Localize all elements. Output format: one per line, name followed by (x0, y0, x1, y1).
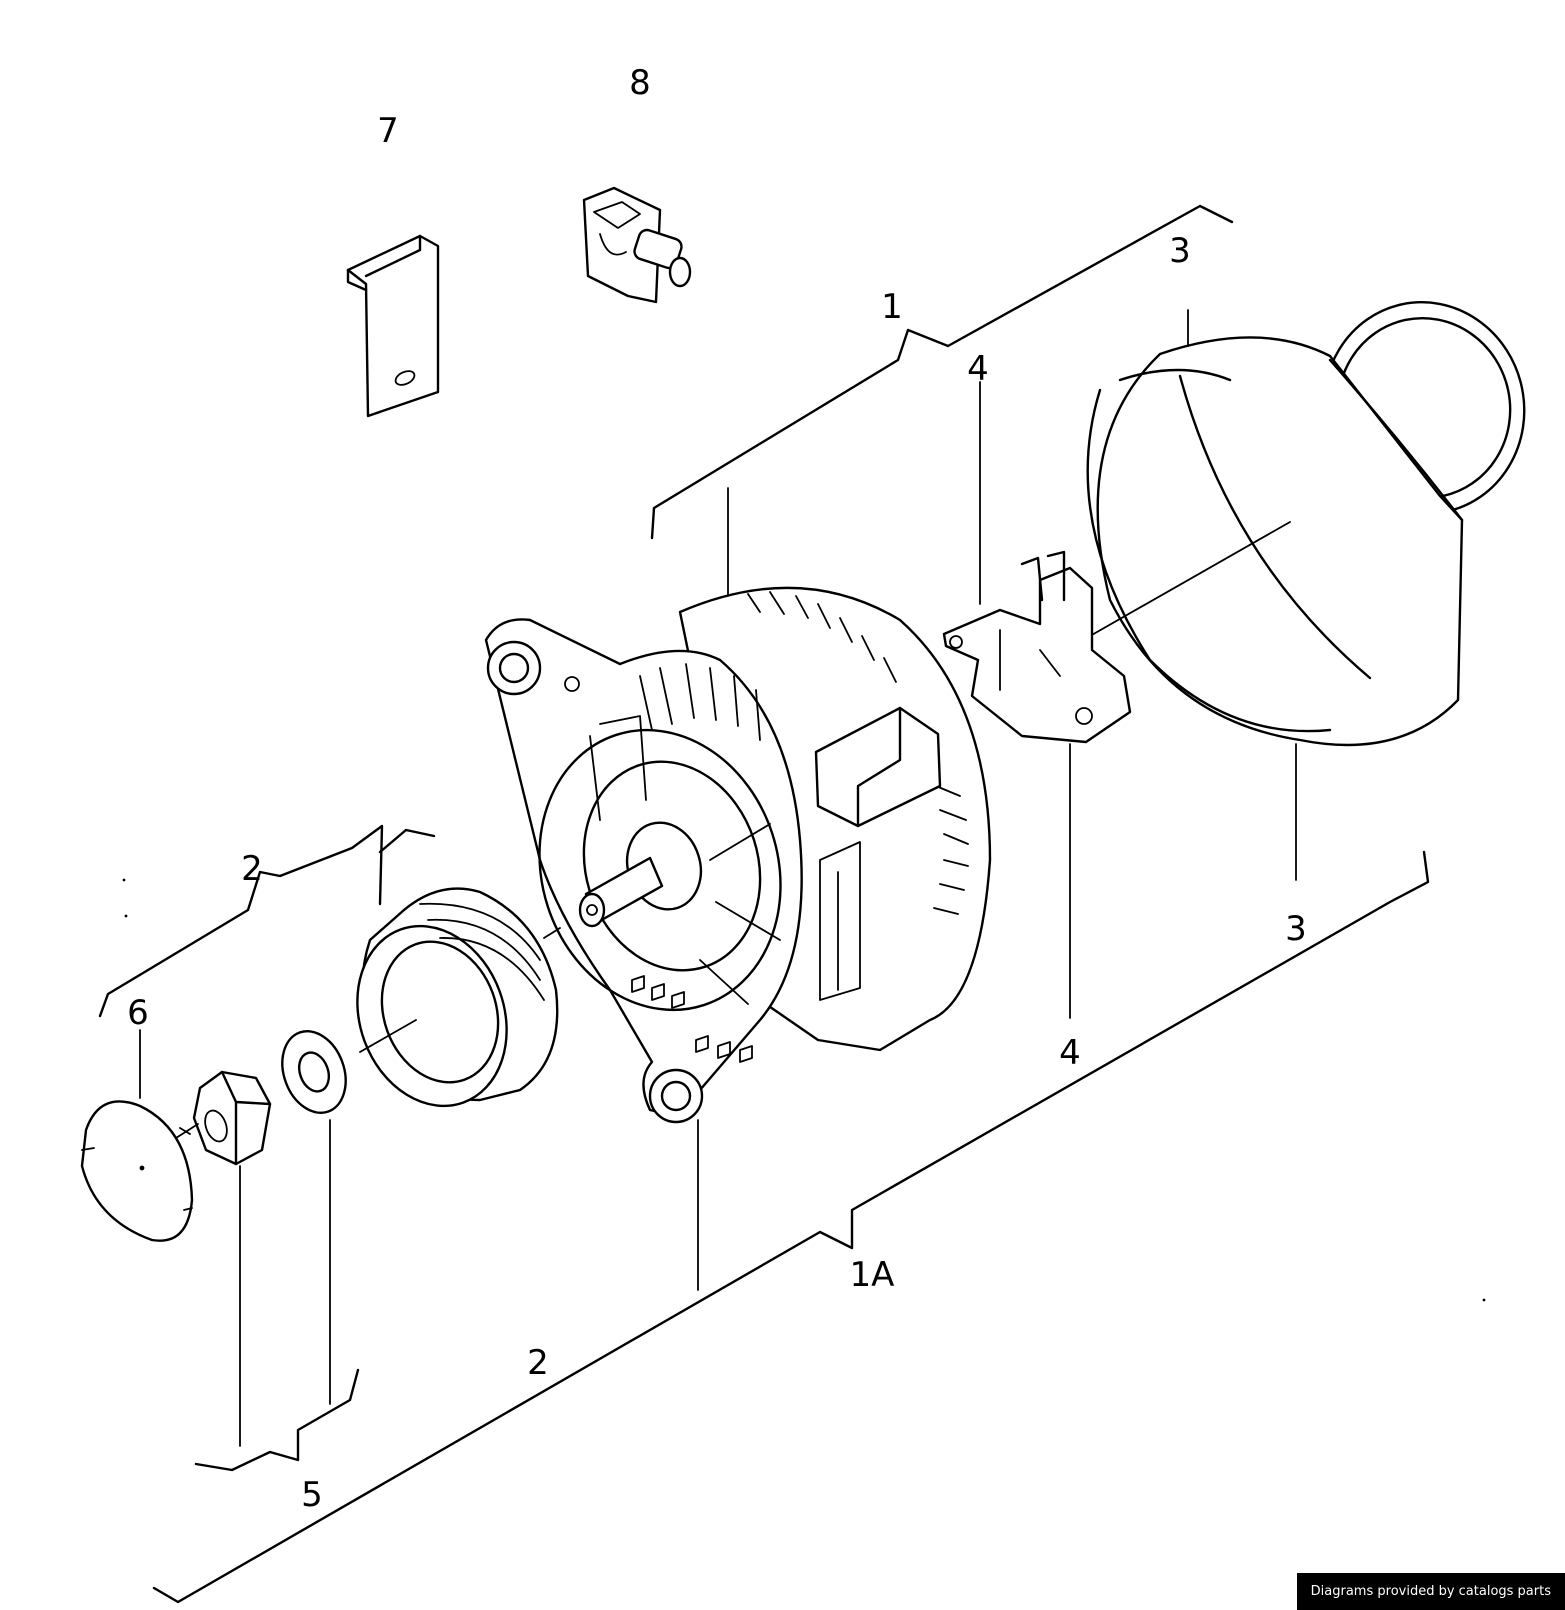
label-part-2-lower: 2 (527, 1343, 549, 1383)
label-part-6: 6 (127, 993, 149, 1033)
callout-part-1A (152, 850, 1430, 1604)
cover-part-3 (1086, 301, 1526, 881)
credit-banner: Diagrams provided by catalogs parts (1296, 1573, 1565, 1610)
label-part-1: 1 (881, 287, 903, 327)
cap-part-6 (80, 1029, 194, 1242)
alternator-part-1A (484, 586, 992, 1291)
label-part-4-lower: 4 (1059, 1033, 1081, 1073)
callout-part-1 (650, 204, 1234, 595)
label-part-4-upper: 4 (967, 349, 989, 389)
connector-part-8 (582, 186, 692, 304)
label-part-3-lower: 3 (1285, 909, 1307, 949)
label-part-5: 5 (301, 1475, 323, 1515)
washer-part-5 (281, 1030, 347, 1114)
bracket-part-7 (346, 234, 440, 418)
nut-part-5 (175, 1070, 360, 1472)
label-part-7: 7 (377, 111, 399, 151)
label-part-3-upper: 3 (1169, 231, 1191, 271)
label-part-8: 8 (629, 63, 651, 103)
regulator-part-4 (942, 381, 1132, 1019)
label-part-2-upper: 2 (241, 849, 263, 889)
pulley-part-2 (98, 824, 559, 1108)
label-part-1A: 1A (850, 1255, 895, 1295)
